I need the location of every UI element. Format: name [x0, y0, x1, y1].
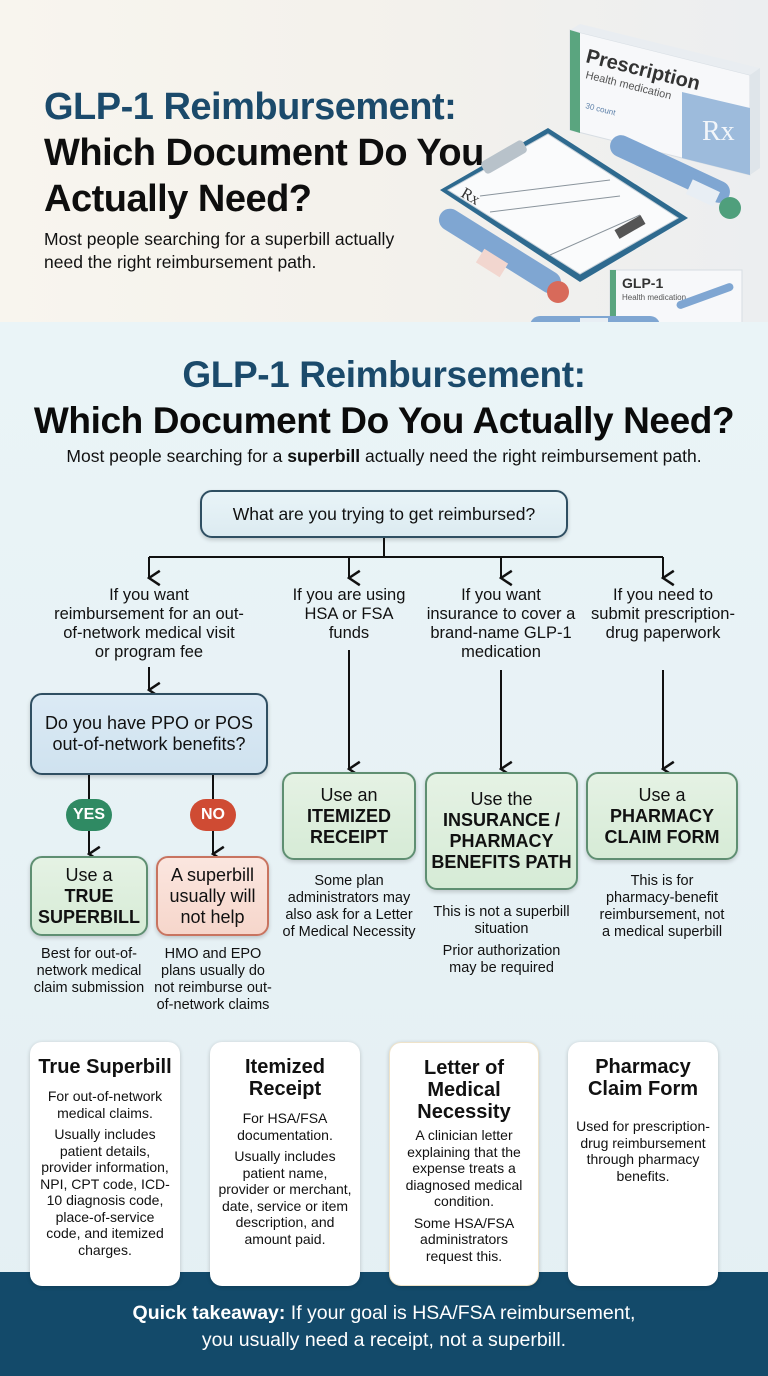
- hero-subtitle: Most people searching for a superbill ac…: [44, 229, 395, 272]
- root-question: What are you trying to get reimbursed?: [232, 503, 536, 524]
- card-title: True Superbill: [38, 1056, 172, 1078]
- card-title: Itemized Receipt: [244, 1056, 326, 1100]
- root-question-box: What are you trying to get reimbursed?: [200, 490, 568, 538]
- injection-pen-icon: [438, 208, 569, 303]
- yes-badge: YES: [66, 799, 112, 831]
- takeaway-banner: [0, 1272, 768, 1376]
- network-question: Do you have PPO or POS out-of-network be…: [44, 713, 254, 754]
- main-subtitle: Most people searching for a superbill ac…: [66, 446, 702, 466]
- card-letter-of-medical-necessity: Letter of Medical Necessity A clinician …: [389, 1042, 539, 1286]
- branch-label-out-of-network: If you want reimbursement for an out-of-…: [54, 586, 244, 661]
- injection-pen-icon: [610, 135, 741, 219]
- note-insurance-path: This is not a superbill situation Prior …: [433, 904, 570, 976]
- svg-text:Health medication: Health medication: [622, 293, 686, 302]
- card-title: Letter of Medical Necessity: [417, 1057, 511, 1123]
- superbill-emphasis: superbill: [287, 446, 361, 466]
- hero-banner: GLP-1 Reimbursement: Which Document Do Y…: [0, 0, 768, 336]
- takeaway-label: Quick takeaway:: [132, 1302, 286, 1324]
- note-no-help: HMO and EPO plans usually do not reimbur…: [154, 946, 272, 1013]
- branch-label-brand-name: If you want insurance to cover a brand-n…: [426, 586, 576, 661]
- clipboard-icon: Rx: [440, 128, 688, 282]
- svg-text:GLP-1: GLP-1: [622, 275, 663, 291]
- card-pharmacy-claim-form: Pharmacy Claim Form Used for prescriptio…: [568, 1042, 718, 1286]
- hero-title-line1: GLP-1 Reimbursement:: [44, 86, 457, 128]
- main-title: GLP-1 Reimbursement: Which Document Do Y…: [0, 352, 768, 444]
- branch-label-hsa-fsa: If you are using HSA or FSA funds: [292, 586, 406, 642]
- card-itemized-receipt: Itemized Receipt For HSA/FSA documentati…: [210, 1042, 360, 1286]
- main-title-line1: GLP-1 Reimbursement:: [182, 354, 586, 395]
- branch-label-prescription-paperwork: If you need to submit prescription-drug …: [591, 586, 735, 642]
- hero-title: GLP-1 Reimbursement: Which Document Do Y…: [44, 84, 564, 222]
- card-body: For HSA/FSA documentation. Usually inclu…: [218, 1110, 352, 1247]
- note-pharmacy-claim: This is for pharmacy-benefit reimburseme…: [599, 873, 725, 940]
- card-body: A clinician letter explaining that the e…: [405, 1127, 523, 1264]
- card-body: For out-of-network medical claims. Usual…: [40, 1088, 170, 1258]
- glp1-box-icon: GLP-1 Health medication: [609, 269, 743, 331]
- note-itemized-receipt: Some plan administrators may also ask fo…: [282, 873, 416, 940]
- main-title-line2: Which Document Do You Actually Need?: [33, 400, 735, 441]
- takeaway-text: Quick takeaway: If your goal is HSA/FSA …: [132, 1302, 636, 1351]
- network-question-box: Do you have PPO or POS out-of-network be…: [30, 693, 268, 775]
- card-true-superbill: True Superbill For out-of-network medica…: [30, 1042, 180, 1286]
- card-body: Used for prescription-drug reimbursement…: [576, 1118, 710, 1184]
- svg-text:Rx: Rx: [702, 116, 735, 147]
- result-no-help: A superbill usually will not help: [156, 856, 269, 936]
- medication-illustration: Prescription Health medication 30 count …: [438, 24, 760, 336]
- hero-title-line2: Which Document Do You Actually Need?: [44, 132, 484, 220]
- card-title: Pharmacy Claim Form: [587, 1056, 699, 1100]
- no-badge: NO: [190, 799, 236, 831]
- note-true-superbill: Best for out-of-network medical claim su…: [33, 946, 145, 996]
- prescription-box-icon: Prescription Health medication 30 count …: [569, 24, 760, 176]
